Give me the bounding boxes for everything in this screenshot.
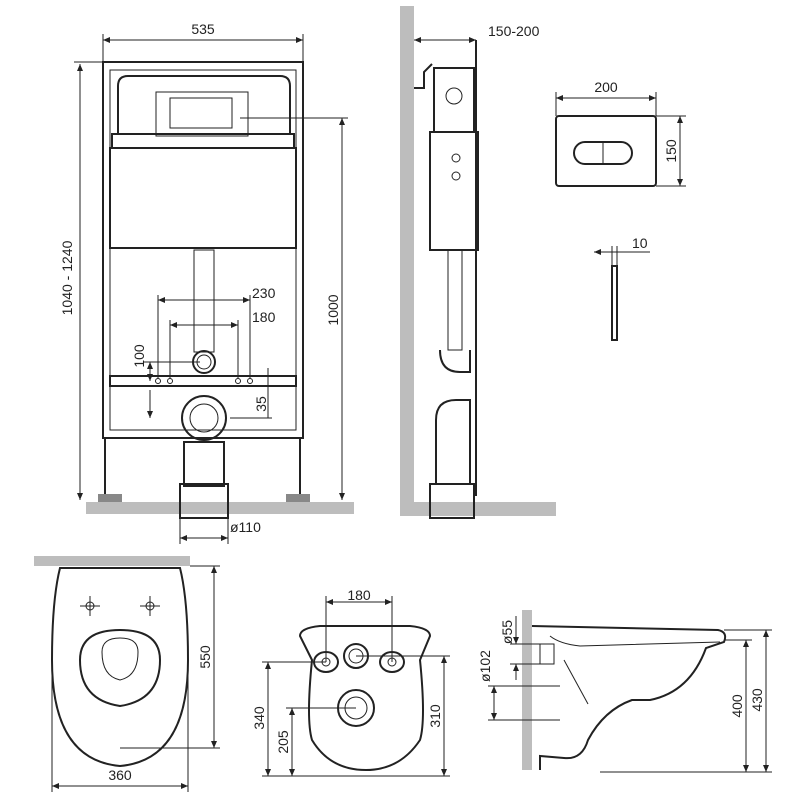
dim-back-180: 180 (347, 587, 371, 603)
dim-frame-height: 1040 - 1240 (59, 240, 75, 315)
dim-230: 230 (252, 285, 276, 301)
cistern-top (117, 75, 291, 135)
dim-back-310: 310 (427, 704, 443, 728)
bowl-top-view: 550 360 (34, 556, 220, 792)
flush-plate-view: 200 150 10 (555, 79, 686, 341)
frame-outline (102, 61, 304, 439)
dim-plate-thickness: 10 (632, 235, 648, 251)
dim-side-400: 400 (729, 694, 745, 718)
bowl-outline (50, 567, 190, 768)
flush-pipe (193, 249, 215, 353)
dim-drain: ø110 (230, 519, 261, 535)
dim-180: 180 (252, 309, 276, 325)
dim-bowl-length: 550 (197, 645, 213, 669)
plate-side (611, 265, 618, 341)
cistern-body (109, 147, 297, 249)
crossbar (109, 375, 297, 387)
floor-side (400, 502, 556, 516)
dim-frame-width: 535 (191, 21, 215, 37)
wall-top (34, 556, 190, 566)
dim-wall-offset: 150-200 (488, 23, 540, 39)
dim-side-55: ø55 (499, 620, 515, 644)
bowl-side-outline (531, 625, 727, 770)
flush-mechanism (155, 91, 249, 137)
dim-back-205: 205 (275, 730, 291, 754)
right-foot (286, 494, 310, 502)
wall-bowl-side (522, 610, 532, 770)
dim-height-1000: 1000 (325, 294, 341, 325)
dim-100: 100 (131, 344, 147, 368)
cistern-side-top (433, 67, 475, 133)
frame-side-view: 150-200 (400, 6, 556, 519)
dim-plate-height: 150 (663, 139, 679, 163)
dim-side-102: ø102 (477, 650, 493, 682)
left-foot (98, 494, 122, 502)
drain-connector (181, 395, 227, 441)
flush-plate (555, 115, 657, 187)
wall-side (400, 6, 414, 516)
dim-side-430: 430 (749, 688, 765, 712)
drain-pipe (179, 483, 229, 519)
bowl-back-view: 180 340 205 310 (251, 587, 450, 777)
bowl-opening (78, 628, 162, 708)
dim-35: 35 (253, 396, 269, 412)
dim-back-340: 340 (251, 706, 267, 730)
cistern-side-body (429, 131, 479, 251)
flush-inlet-side (539, 643, 555, 665)
bowl-side-view: ø55 ø102 400 430 (477, 610, 772, 773)
floor-front (86, 502, 354, 514)
dim-plate-width: 200 (594, 79, 618, 95)
frame-front-view: 535 1040 - 1240 1000 230 180 100 35 ø110 (59, 21, 354, 544)
bowl-back-outline (298, 625, 432, 772)
dim-bowl-width: 360 (108, 767, 132, 783)
drain-bend (435, 399, 471, 485)
flush-bend (439, 349, 471, 373)
